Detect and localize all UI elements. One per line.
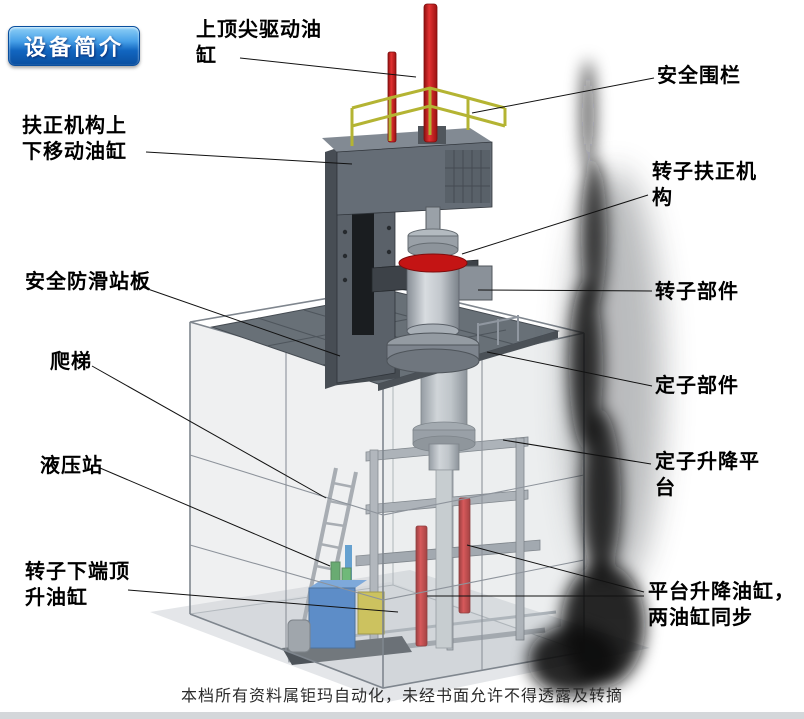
callout-rotor-component: 转子部件 xyxy=(655,279,739,303)
callout-ladder: 爬梯 xyxy=(50,349,92,373)
rotor-assembly xyxy=(371,206,493,374)
callout-safety-fence: 安全围栏 xyxy=(657,63,741,87)
safety-railing-graphic xyxy=(350,86,507,146)
callout-rotor-centering-mechanism: 转子扶正机 构 xyxy=(652,159,757,210)
callout-centering-mechanism-cylinder: 扶正机构上 下移动油缸 xyxy=(22,113,127,164)
callout-platform-lifting-cylinders: 平台升降油缸， 两油缸同步 xyxy=(648,579,795,630)
title-badge: 设备简介 xyxy=(8,26,141,66)
callout-top-center-drive-cylinder: 上顶尖驱动油 缸 xyxy=(196,17,322,68)
press-head xyxy=(322,126,493,216)
ink-smudge xyxy=(528,60,663,695)
callout-anti-slip-platform: 安全防滑站板 xyxy=(25,269,151,293)
floor xyxy=(150,570,650,702)
callout-stator-lifting-platform: 定子升降平 台 xyxy=(655,449,760,500)
footer-watermark: 本档所有资料属钜玛自动化，未经书面允许不得透露及转摘 xyxy=(180,686,623,705)
bottom-edge-strip xyxy=(0,712,804,719)
enclosure-frame xyxy=(189,286,585,689)
hydraulic-station-unit xyxy=(282,545,412,665)
callout-rotor-bottom-jacking-cylinder: 转子下端顶 升油缸 xyxy=(25,559,130,610)
callout-hydraulic-station: 液压站 xyxy=(40,453,103,477)
callout-stator-component: 定子部件 xyxy=(655,373,739,397)
